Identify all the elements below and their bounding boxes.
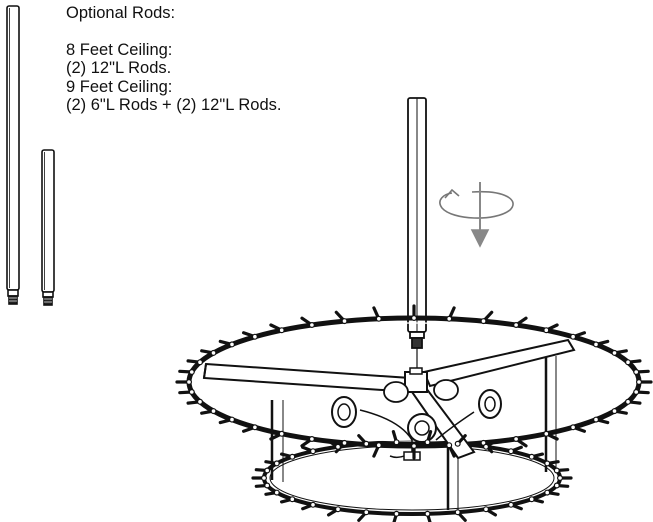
pin-mount [229,341,236,348]
pin-mount [411,443,418,450]
pin-mount [393,510,400,517]
pin-mount [197,359,204,366]
pin-mount [278,327,285,334]
pin-mount [483,506,490,513]
pin-mount [446,315,453,322]
pin-mount [544,460,551,467]
pin-mount [261,475,268,482]
pin-mount [611,408,618,415]
pin-mount [264,482,271,489]
pin-mount [556,475,563,482]
pin-mount [210,408,217,415]
pin-mount [411,315,418,322]
pin-mount [424,510,431,517]
note-heading: Optional Rods: [66,4,176,22]
pin-mount [197,398,204,405]
note-line: 9 Feet Ceiling: [66,77,173,96]
pin-mount [553,482,560,489]
pin-mount [635,379,642,386]
pin-mount [553,467,560,474]
pin-mount [186,379,193,386]
pin-mount [570,424,577,431]
pin-mount [375,442,382,449]
pin-mount [335,443,342,450]
pin-mount [251,424,258,431]
pin-mount [543,327,550,334]
pin-mount [483,443,490,450]
pin-mount [363,509,370,516]
pin-mount [341,439,348,446]
downrod [407,97,427,372]
optional-rods-note: Optional Rods: 8 Feet Ceiling: (2) 12"L … [66,4,281,115]
pin-mount [528,496,535,503]
pin-mount [310,448,317,455]
pin-mount [308,322,315,329]
pin-mount [508,501,515,508]
pin-mount [188,389,195,396]
pin-mount [424,439,431,446]
pin-mount [273,460,280,467]
pin-mount [264,467,271,474]
crystal-pins [175,304,653,522]
rotate-arrow-icon [439,182,514,248]
pin-mount [633,369,640,376]
pin-mount [341,318,348,325]
pin-mount [289,496,296,503]
pin-mount [393,439,400,446]
note-line: (2) 12"L Rods. [66,59,172,77]
pin-mount [188,369,195,376]
pin-mount [570,333,577,340]
pin-mount [624,359,631,366]
pin-mount [278,430,285,437]
pin-mount [592,416,599,423]
pin-mount [513,436,520,443]
pin-mount [544,489,551,496]
pin-mount [375,315,382,322]
pin-mount [310,501,317,508]
pin-mount [624,398,631,405]
pin-mount [363,440,370,447]
pin-mount [508,448,515,455]
optional-rod-long [6,5,20,305]
pin-mount [273,489,280,496]
pin-mount [210,349,217,356]
pin-mount [513,322,520,329]
note-line: 8 Feet Ceiling: [66,40,173,59]
pin-mount [289,453,296,460]
pin-mount [592,341,599,348]
pin-mount [251,333,258,340]
pin-mount [229,416,236,423]
pin-mount [633,389,640,396]
pin-mount [543,430,550,437]
note-line: (2) 6"L Rods + (2) 12"L Rods. [66,96,282,114]
pin-mount [446,442,453,449]
pin-mount [611,349,618,356]
pin-mount [454,509,461,516]
pin-mount [480,318,487,325]
pin-mount [308,436,315,443]
optional-rod-short [41,149,55,306]
pin-mount [528,453,535,460]
pin-mount [335,506,342,513]
pin-mount [454,440,461,447]
